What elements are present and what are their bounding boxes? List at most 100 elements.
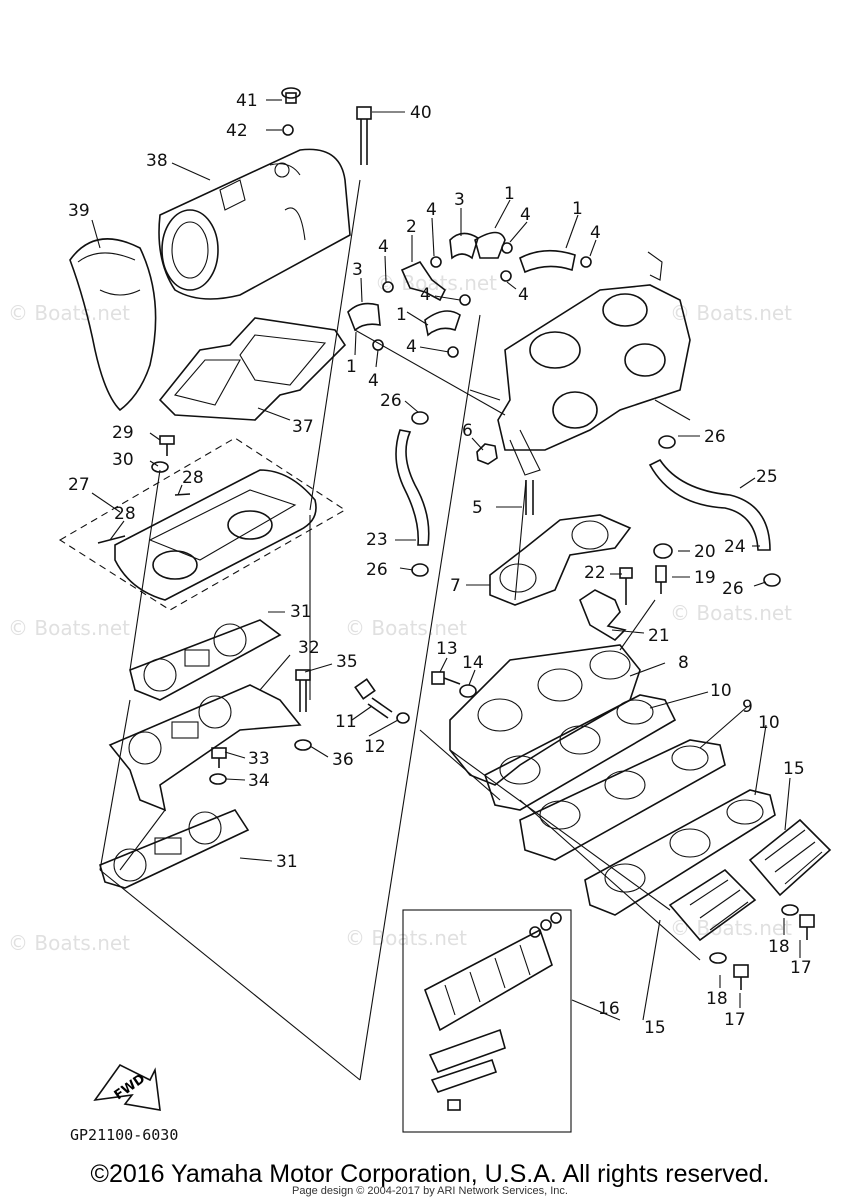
callout-7: 7 bbox=[450, 576, 461, 596]
hose-part-1[interactable] bbox=[424, 231, 576, 337]
watermark: © Boats.net bbox=[8, 931, 130, 955]
callout-12: 12 bbox=[364, 737, 386, 757]
callout-26: 26 bbox=[380, 391, 402, 411]
callout-31: 31 bbox=[290, 602, 312, 622]
gasket-part-37[interactable] bbox=[158, 317, 347, 421]
callout-31: 31 bbox=[276, 852, 298, 872]
copyright-notice: ©2016 Yamaha Motor Corporation, U.S.A. A… bbox=[90, 1160, 770, 1188]
bolt-part-11[interactable] bbox=[354, 678, 393, 719]
callout-37: 37 bbox=[292, 417, 314, 437]
watermark: © Boats.net bbox=[670, 601, 792, 625]
callout-34: 34 bbox=[248, 771, 270, 791]
callout-1: 1 bbox=[396, 305, 407, 325]
plate-part-32[interactable] bbox=[108, 684, 302, 812]
callout-11: 11 bbox=[335, 712, 357, 732]
forward-direction-arrow-icon: FWD bbox=[93, 1063, 161, 1111]
callout-42: 42 bbox=[226, 121, 248, 141]
callout-13: 13 bbox=[436, 639, 458, 659]
washer-part-42[interactable] bbox=[282, 124, 294, 136]
gasket-part-31[interactable] bbox=[99, 809, 250, 889]
callout-40: 40 bbox=[410, 103, 432, 123]
callout-3: 3 bbox=[352, 260, 363, 280]
callout-35: 35 bbox=[336, 652, 358, 672]
callout-4: 4 bbox=[590, 223, 601, 243]
watermark: © Boats.net bbox=[345, 926, 467, 950]
nut-part-6[interactable] bbox=[476, 443, 498, 465]
bolt-part-29[interactable] bbox=[159, 435, 175, 456]
callout-32: 32 bbox=[298, 638, 320, 658]
callout-4: 4 bbox=[378, 237, 389, 257]
callout-4: 4 bbox=[426, 200, 437, 220]
gasket-part-10[interactable] bbox=[484, 694, 677, 811]
callout-20: 20 bbox=[694, 542, 716, 562]
intake-elbow-part-39[interactable] bbox=[69, 238, 157, 412]
callout-26: 26 bbox=[704, 427, 726, 447]
carburetor-assembly[interactable] bbox=[497, 251, 691, 476]
washer-part-12[interactable] bbox=[396, 712, 410, 724]
screw-part-28[interactable] bbox=[97, 493, 191, 544]
assembly-lines bbox=[99, 179, 701, 1081]
callout-22: 22 bbox=[584, 563, 606, 583]
bolt-part-33[interactable] bbox=[211, 747, 227, 768]
callout-30: 30 bbox=[112, 450, 134, 470]
page-design-credit: Page design © 2004-2017 by ARI Network S… bbox=[292, 1185, 568, 1197]
callout-2: 2 bbox=[406, 217, 417, 237]
callout-27: 27 bbox=[68, 475, 90, 495]
watermark: © Boats.net bbox=[345, 616, 467, 640]
bolt-part-17[interactable] bbox=[733, 914, 815, 990]
bolt-part-13[interactable] bbox=[431, 671, 461, 685]
joint-part-2[interactable] bbox=[400, 260, 447, 302]
bolt-part-40[interactable] bbox=[356, 106, 372, 165]
reed-detail-inset-part-16[interactable] bbox=[402, 909, 572, 1133]
gasket-part-9[interactable] bbox=[519, 739, 726, 861]
gasket-part-31[interactable] bbox=[129, 619, 282, 701]
callout-19: 19 bbox=[694, 568, 716, 588]
callout-4: 4 bbox=[420, 285, 431, 305]
callout-1: 1 bbox=[504, 184, 515, 204]
hose-part-23[interactable] bbox=[395, 429, 430, 546]
reed-valve-part-15[interactable] bbox=[748, 818, 832, 897]
callout-1: 1 bbox=[572, 199, 583, 219]
callout-3: 3 bbox=[454, 190, 465, 210]
watermark: © Boats.net bbox=[670, 301, 792, 325]
callout-25: 25 bbox=[756, 467, 778, 487]
callout-38: 38 bbox=[146, 151, 168, 171]
callout-18: 18 bbox=[706, 989, 728, 1009]
callout-10: 10 bbox=[710, 681, 732, 701]
washer-part-18[interactable] bbox=[709, 904, 799, 964]
callout-23: 23 bbox=[366, 530, 388, 550]
callout-21: 21 bbox=[648, 626, 670, 646]
gasket-part-7[interactable] bbox=[489, 514, 632, 606]
bolt-part-35[interactable] bbox=[295, 669, 311, 712]
callout-5: 5 bbox=[472, 498, 483, 518]
bolt-part-22[interactable] bbox=[619, 567, 633, 605]
silencer-part-38[interactable] bbox=[158, 148, 351, 300]
callout-6: 6 bbox=[462, 421, 473, 441]
callout-26: 26 bbox=[366, 560, 388, 580]
callout-36: 36 bbox=[332, 750, 354, 770]
bracket-part-21[interactable] bbox=[579, 589, 627, 642]
washer-part-36[interactable] bbox=[294, 739, 312, 751]
gasket-part-10[interactable] bbox=[584, 789, 776, 916]
diagram-code: GP21100-6030 bbox=[70, 1126, 179, 1144]
callout-28: 28 bbox=[182, 468, 204, 488]
fitting-part-19[interactable] bbox=[655, 565, 667, 594]
hose-part-3[interactable] bbox=[347, 232, 479, 332]
washer-part-14[interactable] bbox=[459, 684, 477, 698]
washer-part-34[interactable] bbox=[209, 773, 227, 785]
cap-part-20[interactable] bbox=[653, 543, 673, 559]
hose-part-25[interactable] bbox=[648, 458, 771, 551]
callout-41: 41 bbox=[236, 91, 258, 111]
callout-17: 17 bbox=[790, 958, 812, 978]
callout-18: 18 bbox=[768, 937, 790, 957]
plug-part-41[interactable] bbox=[281, 87, 301, 104]
callout-26: 26 bbox=[722, 579, 744, 599]
clamp-part-4[interactable] bbox=[372, 242, 592, 358]
stud-part-5[interactable] bbox=[525, 480, 534, 515]
callout-8: 8 bbox=[678, 653, 689, 673]
callout-39: 39 bbox=[68, 201, 90, 221]
cover-assembly-part-27[interactable] bbox=[58, 437, 347, 611]
reed-valve-part-15[interactable] bbox=[668, 868, 757, 942]
callout-4: 4 bbox=[520, 205, 531, 225]
